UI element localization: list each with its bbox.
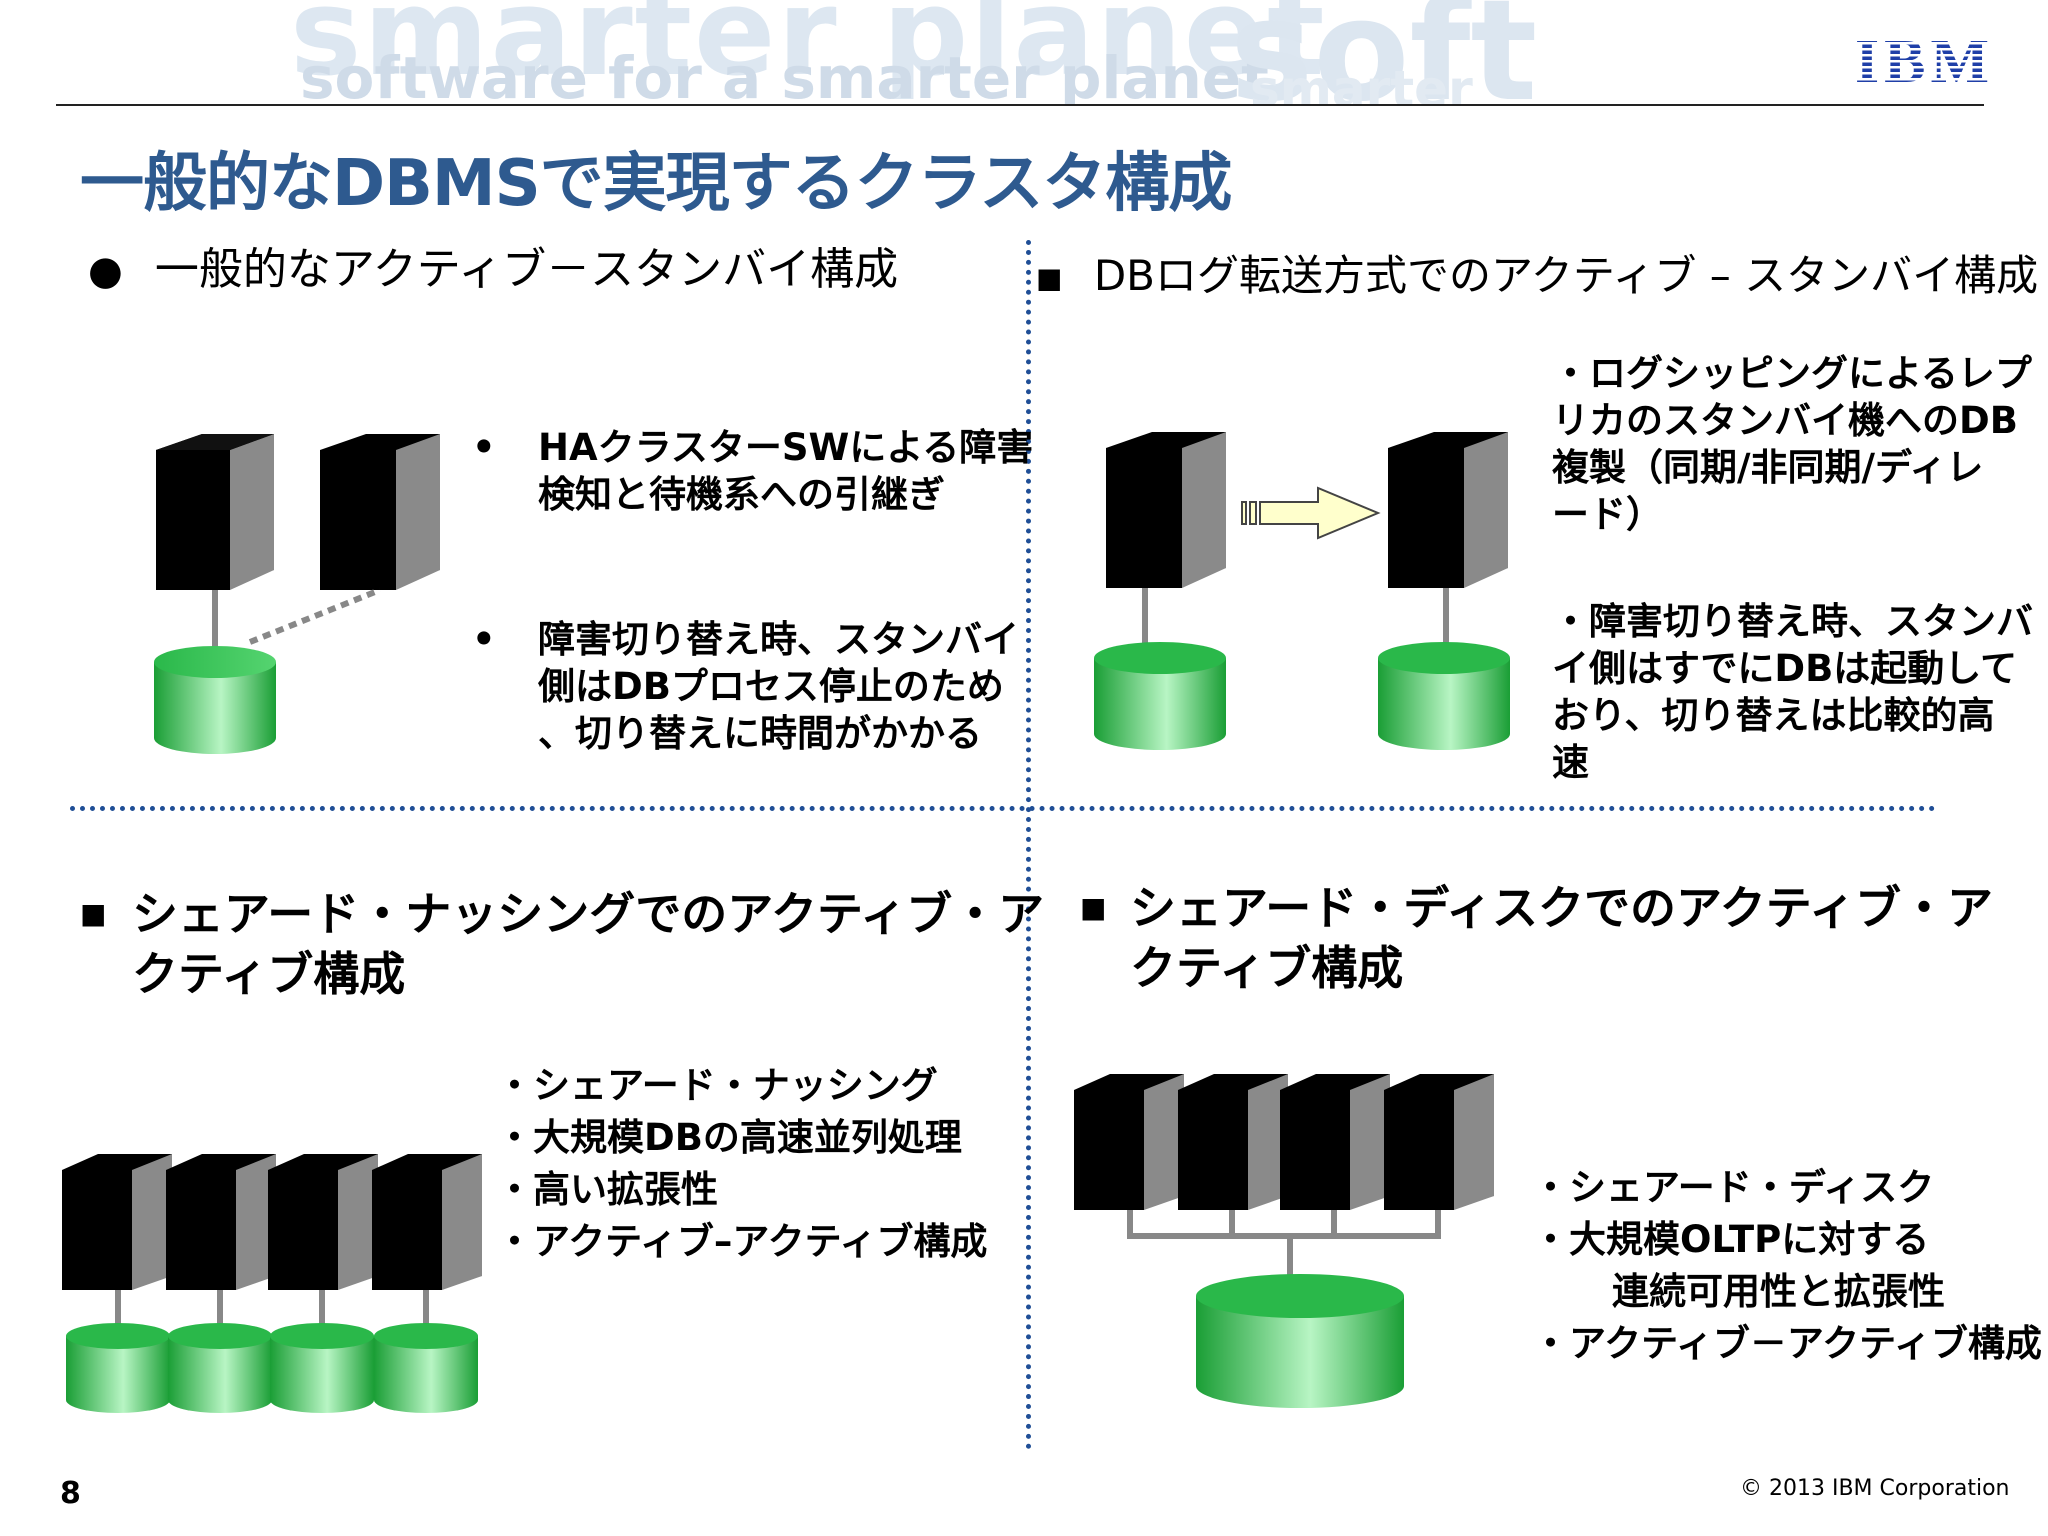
server-icon xyxy=(156,434,274,590)
q2-item-2: ・障害切り替え時、スタンバ イ側はすでにDBは起動して おり、切り替えは比較的高… xyxy=(1552,598,2033,786)
q2-item-2-line: イ側はすでにDBは起動して xyxy=(1552,647,2018,690)
q4-heading-line: シェアード・ディスクでのアクティブ・ア xyxy=(1130,881,1993,935)
q2-item-1: ・ログシッピングによるレプ リカのスタンバイ機へのDB 複製（同期/非同期/ディ… xyxy=(1552,350,2032,538)
q3-diagram xyxy=(62,1154,482,1413)
page-number: 8 xyxy=(60,1476,81,1511)
q2-item-1-line: リカのスタンバイ機へのDB xyxy=(1552,399,2018,442)
header-rule xyxy=(56,104,1984,106)
server-icon xyxy=(268,1154,378,1290)
transfer-arrow-icon xyxy=(1241,486,1381,540)
q1-item-2-line: 障害切り替え時、スタンバイ xyxy=(538,618,1019,661)
q1-item-2-line: 側はDBプロセス停止のため xyxy=(538,665,1004,708)
database-icon xyxy=(374,1323,478,1413)
server-icon xyxy=(1280,1074,1390,1210)
q3-items: ・シェアード・ナッシング ・大規模DBの高速並列処理 ・高い拡張性 ・アクティブ… xyxy=(496,1060,987,1268)
vertical-divider xyxy=(1026,240,1031,1450)
q4-items: ・シェアード・ディスク ・大規模OLTPに対する 連続可用性と拡張性 ・アクティ… xyxy=(1532,1162,2042,1370)
q3-heading-line: シェアード・ナッシングでのアクティブ・ア xyxy=(132,887,1045,941)
q3-heading-line: クティブ構成 xyxy=(132,947,406,1001)
q3-heading-bullet: ■ xyxy=(80,897,107,930)
standby-connector xyxy=(248,587,382,645)
q3-item: ・アクティブ–アクティブ構成 xyxy=(496,1220,988,1263)
server-icon xyxy=(1388,432,1508,588)
q3-item: ・大規模DBの高速並列処理 xyxy=(496,1116,962,1159)
banner-watermark-right: soft xyxy=(1230,0,1538,104)
q4-heading-bullet: ■ xyxy=(1080,891,1107,924)
banner-watermark: smarter planet xyxy=(290,0,1327,103)
database-icon xyxy=(1094,642,1226,750)
server-icon xyxy=(1178,1074,1288,1210)
server-icon xyxy=(62,1154,172,1290)
q1-item-2: • 障害切り替え時、スタンバイ 側はDBプロセス停止のため 、切り替えに時間がか… xyxy=(472,616,1019,757)
shared-bus xyxy=(1127,1210,1441,1282)
horizontal-divider xyxy=(70,806,1936,811)
server-icon xyxy=(1106,432,1226,588)
q2-item-1-line: ード） xyxy=(1552,493,1663,536)
q1-item-1-bullet: • xyxy=(472,426,496,469)
q4-diagram xyxy=(1074,1074,1494,1408)
q2-heading-text: DBログ転送方式でのアクティブ – スタンバイ構成 xyxy=(1093,251,2039,300)
q1-item-2-line: 、切り替えに時間がかかる xyxy=(538,712,982,755)
q2-item-2-line: おり、切り替えは比較的高 xyxy=(1552,694,1995,737)
q3-item: ・高い拡張性 xyxy=(496,1168,718,1211)
banner-watermark-right-sub: smarter xyxy=(1250,60,1473,104)
q4-heading-line: クティブ構成 xyxy=(1130,941,1404,995)
q2-item-1-line: 複製（同期/非同期/ディレ xyxy=(1552,446,1984,489)
q4-item: ・アクティブ－アクティブ構成 xyxy=(1532,1322,2042,1365)
q4-item: 連続可用性と拡張性 xyxy=(1612,1270,1945,1313)
page-title: 一般的なDBMSで実現するクラスタ構成 xyxy=(80,147,1232,221)
q1-item-2-bullet: • xyxy=(472,618,496,661)
copyright: © 2013 IBM Corporation xyxy=(1740,1476,2010,1501)
q1-item-1: • HAクラスターSWによる障害 検知と待機系への引継ぎ xyxy=(472,424,1033,518)
q2-item-2-line: 速 xyxy=(1552,741,1589,784)
server-icon xyxy=(166,1154,276,1290)
server-icon xyxy=(1384,1074,1494,1210)
banner-watermark-sub: software for a smarter planet xyxy=(300,44,1269,104)
q3-item: ・シェアード・ナッシング xyxy=(496,1064,938,1107)
header-banner: smarter planet software for a smarter pl… xyxy=(0,0,2048,104)
q1-heading-bullet: ● xyxy=(88,248,123,294)
server-icon xyxy=(372,1154,482,1290)
q1-item-1-line: 検知と待機系への引継ぎ xyxy=(538,473,945,516)
q1-item-1-line: HAクラスターSWによる障害 xyxy=(538,426,1034,469)
ibm-logo: IBM xyxy=(1855,28,1989,92)
q1-heading: ● 一般的なアクティブ－スタンバイ構成 xyxy=(88,240,898,301)
q4-heading: ■ シェアード・ディスクでのアクティブ・ア クティブ構成 xyxy=(1080,878,1993,998)
database-icon xyxy=(66,1323,170,1413)
q4-item: ・シェアード・ディスク xyxy=(1532,1166,1935,1209)
q3-heading: ■ シェアード・ナッシングでのアクティブ・ア クティブ構成 xyxy=(80,884,1044,1004)
q2-item-2-line: ・障害切り替え時、スタンバ xyxy=(1552,600,2033,643)
q1-diagram xyxy=(154,434,440,754)
database-icon xyxy=(1196,1274,1404,1408)
database-icon xyxy=(168,1323,272,1413)
q2-heading-bullet: ■ xyxy=(1036,261,1063,295)
server-icon xyxy=(320,434,440,590)
q2-diagram xyxy=(1094,432,1510,750)
q1-heading-text: 一般的なアクティブ－スタンバイ構成 xyxy=(154,244,899,295)
server-icon xyxy=(1074,1074,1184,1210)
q2-heading: ■ DBログ転送方式でのアクティブ – スタンバイ構成 xyxy=(1036,246,2038,309)
q2-item-1-line: ・ログシッピングによるレプ xyxy=(1552,352,2032,395)
database-icon xyxy=(270,1323,374,1413)
database-icon xyxy=(1378,642,1510,750)
database-icon xyxy=(154,646,276,754)
q4-item: ・大規模OLTPに対する xyxy=(1532,1218,1930,1261)
